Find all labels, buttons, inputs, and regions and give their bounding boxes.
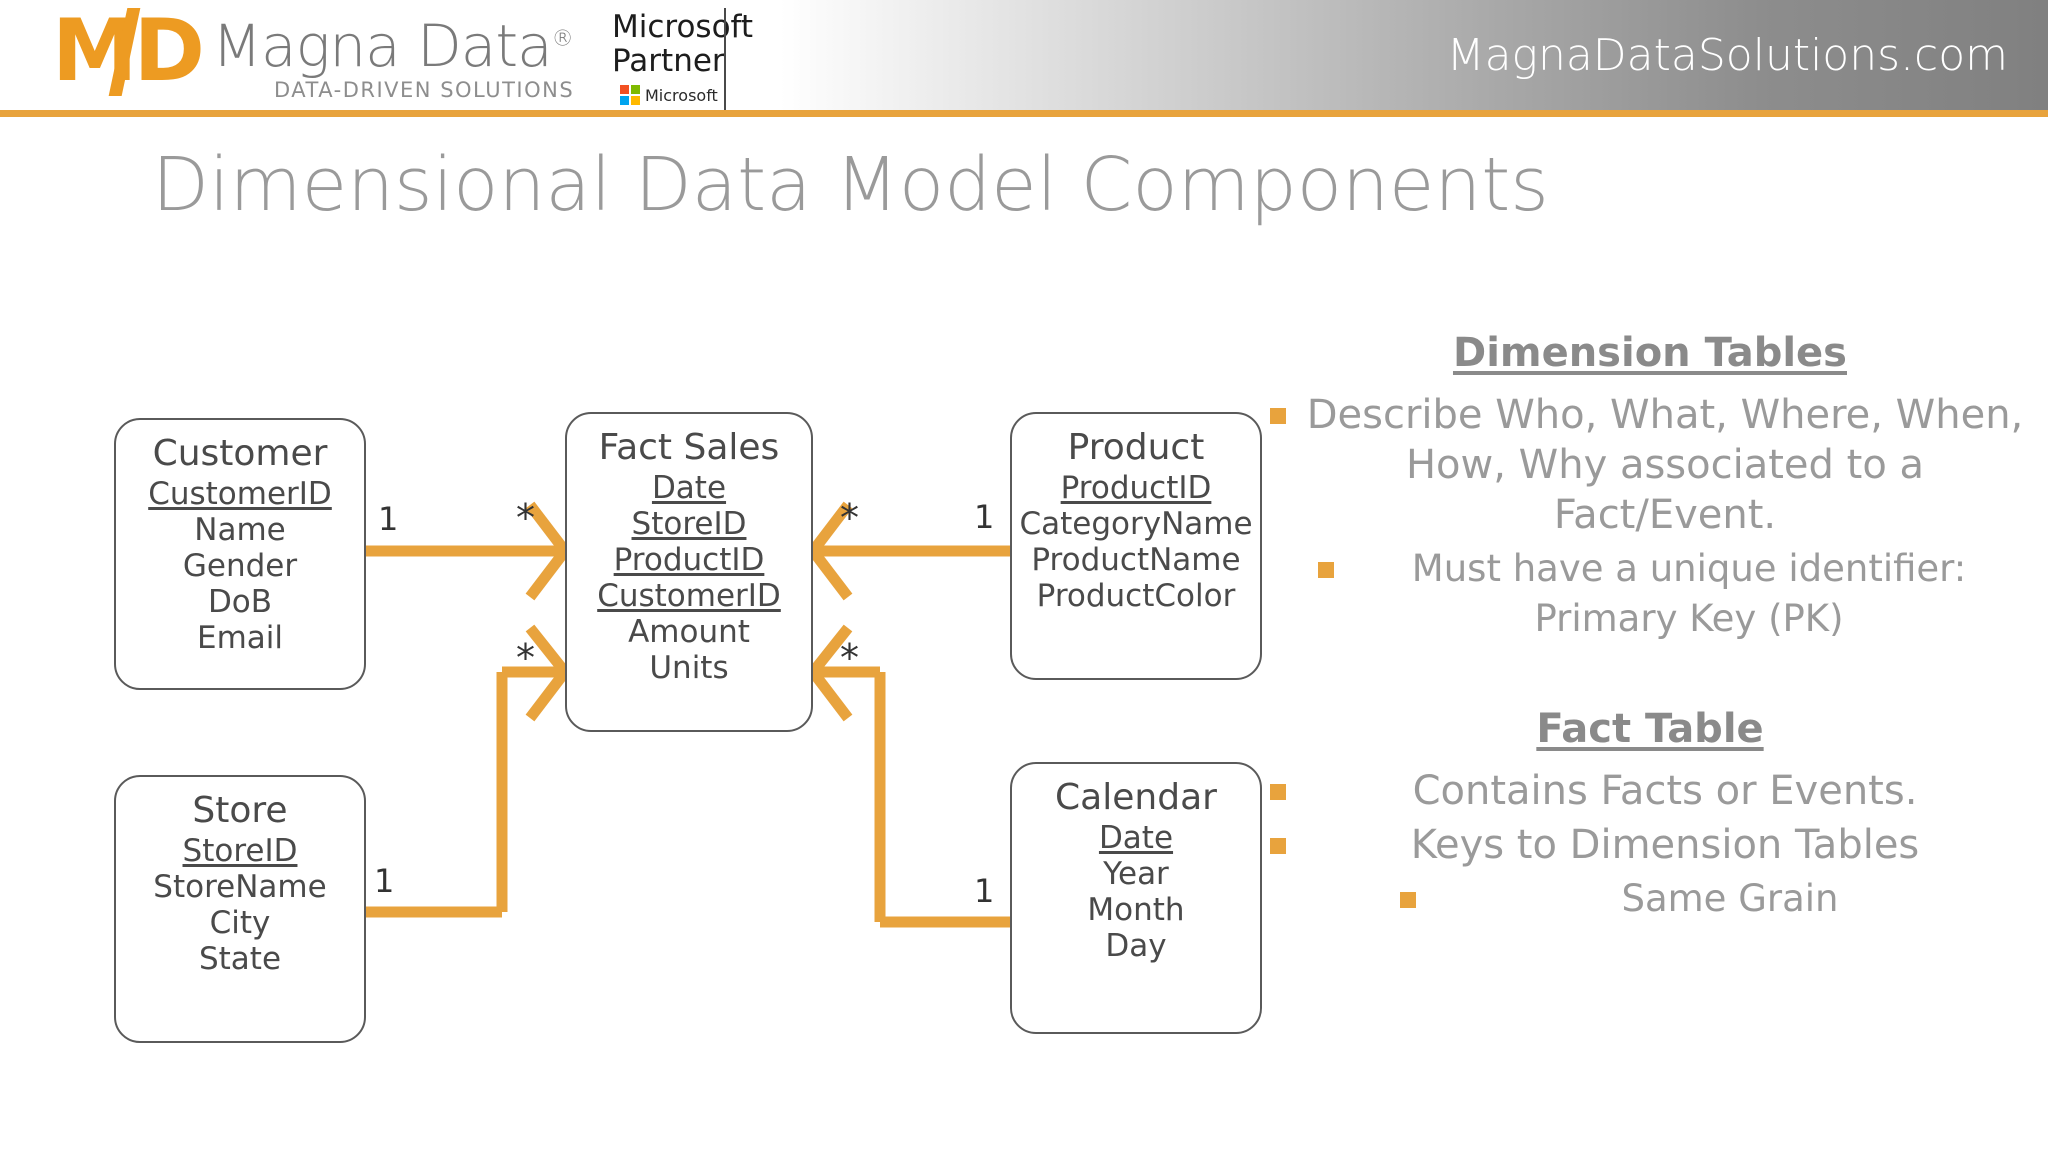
bullet-label: Must have a unique identifier: Primary K… (1411, 547, 1967, 640)
entity-field: StoreName (153, 869, 327, 905)
entity-store[interactable]: Store StoreID StoreName City State (114, 775, 366, 1043)
microsoft-squares-icon (620, 85, 640, 105)
entity-field: Name (194, 512, 286, 548)
header-accent-rule (0, 110, 2048, 117)
entity-field: City (209, 905, 271, 941)
cardinality-fact-many-left: * (516, 496, 535, 540)
fact-bullet-2: Keys to Dimension Tables (1270, 820, 2030, 870)
page-title: Dimensional Data Model Components (152, 142, 1549, 228)
entity-customer[interactable]: Customer CustomerID Name Gender DoB Emai… (114, 418, 366, 690)
ms-square-green (631, 85, 640, 94)
site-url: MagnaDataSolutions.com (1446, 30, 2008, 81)
entity-field-pk: StoreID (631, 506, 747, 542)
fact-bullet-1: Contains Facts or Events. (1270, 766, 2030, 816)
brand-name: Magna Data® (212, 12, 574, 80)
ms-square-yellow (631, 96, 640, 105)
bullet-label: Keys to Dimension Tables (1410, 822, 1920, 868)
bullet-square-icon (1270, 408, 1286, 424)
bullet-square-icon (1318, 562, 1334, 578)
cardinality-store-one: 1 (374, 862, 395, 900)
entity-field: Month (1087, 892, 1185, 928)
dimension-tables-heading: Dimension Tables (1452, 330, 1847, 376)
microsoft-logo: Microsoft (620, 85, 718, 105)
brand-tagline: DATA-DRIVEN SOLUTIONS (274, 78, 575, 102)
entity-field-pk: Date (651, 470, 727, 506)
bullet-square-icon (1270, 838, 1286, 854)
er-diagram: Customer CustomerID Name Gender DoB Emai… (114, 412, 1262, 1043)
entity-title: Fact Sales (598, 427, 780, 468)
ms-square-red (620, 85, 629, 94)
dimension-bullet-2: Must have a unique identifier: Primary K… (1270, 544, 2030, 644)
registered-trademark-icon: ® (551, 26, 574, 52)
entity-calendar[interactable]: Calendar Date Year Month Day (1010, 762, 1262, 1034)
entity-product[interactable]: Product ProductID CategoryName ProductNa… (1010, 412, 1262, 680)
entity-field-pk: ProductID (1060, 470, 1212, 506)
entity-field: Day (1105, 928, 1167, 964)
entity-title: Store (192, 790, 288, 831)
brand-name-text: Magna Data (212, 12, 553, 80)
bullet-label: Describe Who, What, Where, When, How, Wh… (1306, 392, 2024, 538)
entity-title: Customer (152, 433, 328, 474)
entity-fact-sales[interactable]: Fact Sales Date StoreID ProductID Custom… (565, 412, 813, 732)
cardinality-calendar-one: 1 (974, 872, 995, 910)
entity-field: ProductColor (1036, 578, 1236, 614)
dimension-bullet-1: Describe Who, What, Where, When, How, Wh… (1270, 390, 2030, 540)
entity-field-pk: StoreID (182, 833, 298, 869)
microsoft-wordmark: Microsoft (645, 85, 718, 105)
entity-field: Units (649, 650, 729, 686)
slide-header: MD Magna Data® DATA-DRIVEN SOLUTIONS Mic… (0, 0, 2048, 112)
entity-field-pk: Date (1098, 820, 1174, 856)
entity-title: Calendar (1055, 777, 1217, 818)
entity-field: Email (196, 620, 283, 656)
magna-data-logo: MD Magna Data® DATA-DRIVEN SOLUTIONS Mic… (52, 6, 753, 112)
entity-field: ProductName (1031, 542, 1241, 578)
entity-field: CategoryName (1019, 506, 1253, 542)
partner-line-2: Partner (612, 43, 725, 79)
entity-field: Year (1103, 856, 1169, 892)
cardinality-customer-one: 1 (378, 500, 399, 538)
entity-field: DoB (207, 584, 273, 620)
notes-spacer (1270, 648, 2030, 706)
fact-table-heading: Fact Table (1536, 706, 1764, 752)
entity-field-pk: CustomerID (597, 578, 781, 614)
fact-bullet-3: Same Grain (1270, 874, 2030, 924)
bullet-label: Same Grain (1621, 877, 1839, 920)
bullet-label: Contains Facts or Events. (1412, 768, 1918, 814)
entity-field-pk: CustomerID (148, 476, 332, 512)
entity-field: Amount (628, 614, 750, 650)
cardinality-fact-many-right-bottom: * (840, 636, 859, 680)
cardinality-fact-many-right-top: * (840, 496, 859, 540)
ms-square-blue (620, 96, 629, 105)
header-divider (724, 8, 726, 112)
entity-field-pk: ProductID (613, 542, 765, 578)
bullet-square-icon (1400, 892, 1416, 908)
notes-panel: Dimension Tables Describe Who, What, Whe… (1270, 330, 2030, 928)
entity-field: State (198, 941, 282, 977)
bullet-square-icon (1270, 784, 1286, 800)
cardinality-fact-many-left-bottom: * (516, 636, 535, 680)
entity-title: Product (1067, 427, 1205, 468)
entity-field: Gender (182, 548, 298, 584)
cardinality-product-one: 1 (974, 498, 995, 536)
